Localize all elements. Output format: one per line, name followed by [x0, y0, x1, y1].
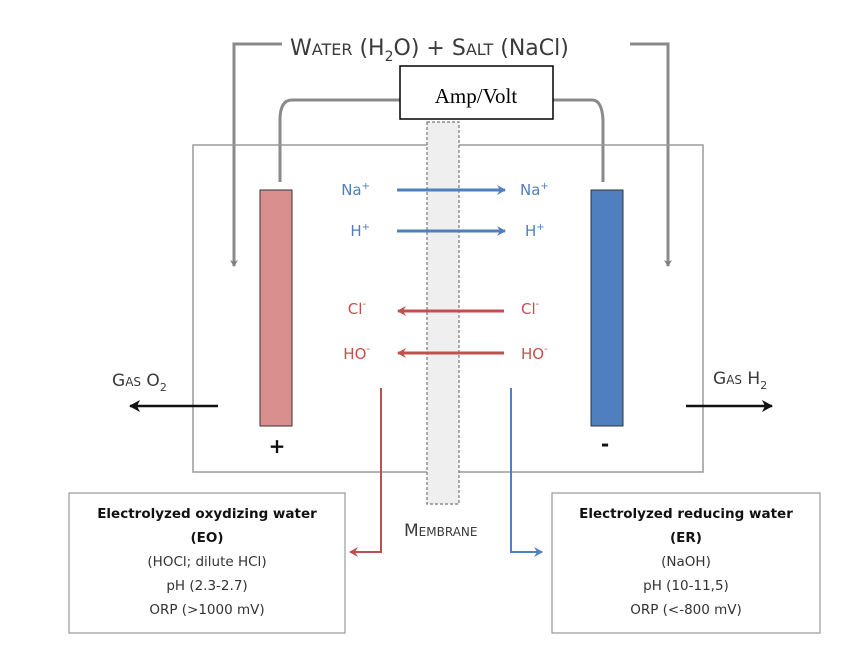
- anode-sign: +: [269, 434, 286, 458]
- ion-na-right: Na+: [520, 181, 549, 199]
- er-orp: ORP (<-800 mV): [630, 602, 742, 618]
- membrane: [426, 121, 460, 505]
- eo-info-box: Electrolyzed oxydizing water (EO) (HOCl;…: [68, 492, 346, 634]
- cathode-sign: -: [601, 432, 609, 456]
- ion-h-left: H+: [350, 222, 370, 240]
- feed-title: WATER (H2O) + SALT (NaCl): [290, 36, 569, 65]
- inlet-pipe-right: [630, 42, 672, 267]
- inlet-pipe-left: [230, 42, 282, 267]
- ion-cl-left: Cl-: [348, 299, 367, 318]
- amp-volt-meter: [399, 65, 554, 120]
- cathode-wire: [552, 98, 605, 182]
- er-title: Electrolyzed reducing water: [579, 506, 793, 522]
- ion-h-right: H+: [525, 222, 545, 240]
- er-ph: pH (10-11,5): [643, 578, 729, 594]
- ion-ho-left: HO-: [343, 344, 370, 363]
- er-composition: (NaOH): [661, 554, 711, 570]
- ion-cl-right: Cl-: [521, 299, 540, 318]
- eo-title: Electrolyzed oxydizing water: [97, 506, 317, 522]
- membrane-label: MEMBRANE: [404, 521, 477, 541]
- amp-volt-label: Amp/Volt: [435, 84, 518, 108]
- gas-h2-label: GAS H2: [713, 369, 767, 392]
- anode-electrode: [259, 189, 293, 427]
- ion-ho-right: HO-: [521, 344, 548, 363]
- anode-wire: [278, 98, 400, 182]
- cathode-electrode: [590, 189, 624, 427]
- er-outlet-arrow: [510, 388, 543, 557]
- eo-composition: (HOCl; dilute HCl): [147, 554, 266, 570]
- eo-outlet-arrow: [349, 388, 382, 557]
- ion-na-left: Na+: [341, 181, 370, 199]
- er-abbr: (ER): [670, 530, 702, 546]
- eo-orp: ORP (>1000 mV): [149, 602, 264, 618]
- eo-ph: pH (2.3-2.7): [166, 578, 247, 594]
- gas-o2-label: GAS O2: [112, 371, 167, 394]
- er-info-box: Electrolyzed reducing water (ER) (NaOH) …: [551, 492, 821, 634]
- eo-abbr: (EO): [190, 530, 223, 546]
